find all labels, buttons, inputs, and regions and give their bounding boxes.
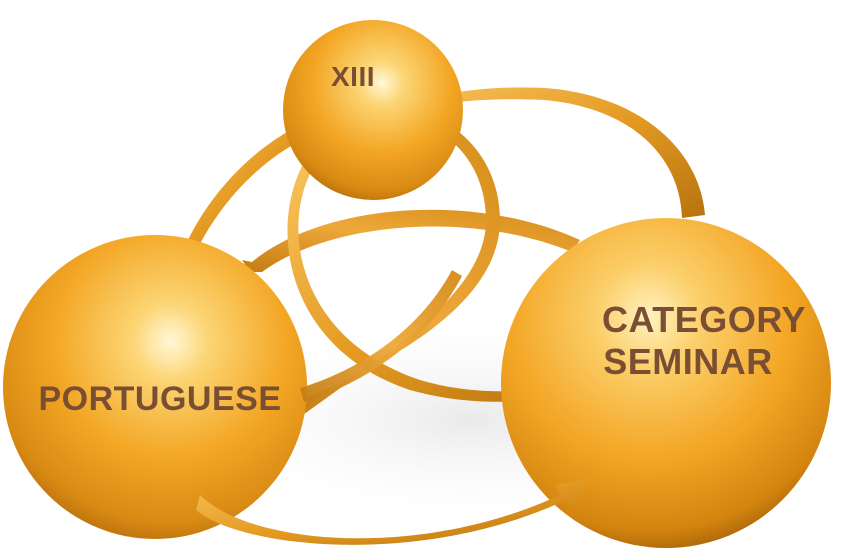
arrow-portuguese-to-xiii-front — [300, 270, 462, 402]
label-seminar: SEMINAR — [603, 341, 773, 382]
node-portuguese — [3, 235, 307, 539]
node-category-seminar — [501, 218, 831, 548]
label-category: CATEGORY — [602, 299, 806, 340]
node-xiii — [283, 20, 463, 200]
arrow-xiii-to-portuguese — [188, 125, 306, 244]
arrow-seminar-to-xiii — [418, 82, 705, 218]
label-xiii: XIII — [331, 61, 375, 92]
label-portuguese: PORTUGUESE — [38, 380, 281, 418]
